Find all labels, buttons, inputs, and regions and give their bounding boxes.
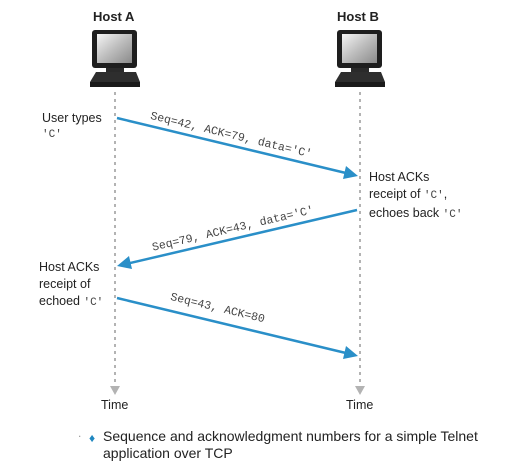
note-line: receipt of — [39, 277, 91, 291]
message-arrow-1 — [116, 116, 358, 179]
note-text: , — [443, 187, 448, 201]
host-b-timeline-arrowhead — [355, 386, 365, 395]
note-line: echoed 'C' — [39, 293, 103, 312]
host-b-label: Host B — [337, 9, 379, 24]
note-text: echoes back — [369, 206, 443, 220]
caption-line: application over TCP — [103, 445, 233, 461]
caption-dot: . — [78, 426, 82, 440]
note-line: Host ACKs — [39, 260, 100, 274]
note-code: 'C' — [423, 190, 444, 202]
note-text: echoed — [39, 294, 84, 308]
host-a-time-label: Time — [101, 398, 129, 412]
note-host-a-acks: Host ACKs receipt of echoed 'C' — [39, 259, 103, 312]
caption-bullet-icon: ♦ — [89, 431, 96, 445]
host-b-time-label: Time — [346, 398, 374, 412]
figure-caption: Sequence and acknowledgment numbers for … — [103, 428, 478, 462]
message-arrow-3 — [116, 296, 358, 359]
note-line: receipt of 'C', — [369, 186, 462, 205]
note-user-types: User types 'C' — [42, 110, 102, 144]
host-a-label: Host A — [93, 9, 135, 24]
host-b-computer-icon — [335, 30, 385, 87]
note-code: 'C' — [42, 129, 62, 141]
note-line: User types — [42, 111, 102, 125]
host-a-timeline-arrowhead — [110, 386, 120, 395]
note-code: 'C' — [83, 297, 104, 309]
note-host-b-acks: Host ACKs receipt of 'C', echoes back 'C… — [369, 169, 462, 224]
note-code: 'C' — [442, 209, 463, 221]
host-a-computer-icon — [90, 30, 140, 87]
message-arrow-2 — [117, 208, 358, 269]
note-line: echoes back 'C' — [369, 205, 462, 224]
note-text: receipt of — [369, 187, 424, 201]
caption-line: Sequence and acknowledgment numbers for … — [103, 428, 478, 444]
note-line: Host ACKs — [369, 170, 430, 184]
